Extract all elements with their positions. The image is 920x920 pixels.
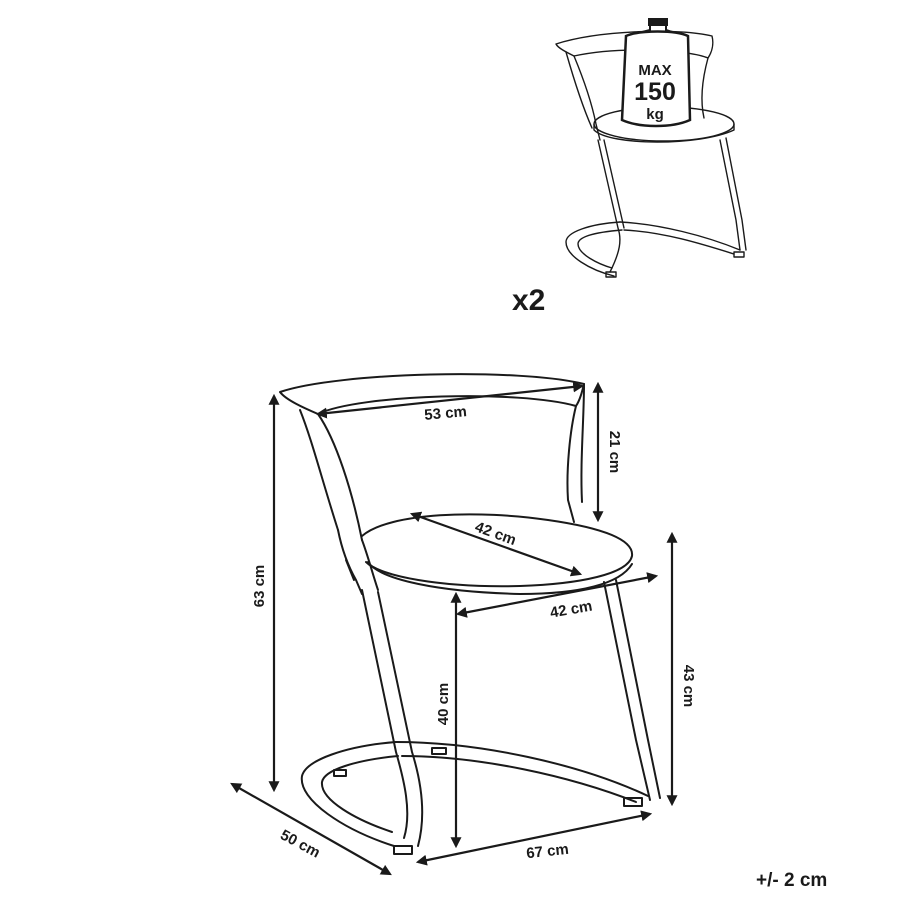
tolerance-label: +/- 2 cm xyxy=(756,870,827,891)
dim-seat-height-side: 43 cm xyxy=(680,665,697,708)
dim-backrest-width: 53 cm xyxy=(424,403,468,424)
dimension-arrows xyxy=(230,381,678,876)
badge-weight-value: 150 xyxy=(634,78,676,106)
dim-total-height: 63 cm xyxy=(251,565,268,608)
large-chair-illustration xyxy=(279,373,661,855)
dim-seat-height-floor: 40 cm xyxy=(435,683,452,726)
small-chair-illustration xyxy=(555,30,747,278)
max-weight-badge: MAX 150 kg xyxy=(620,18,692,128)
quantity-label: x2 xyxy=(512,284,545,317)
dim-backrest-height: 21 cm xyxy=(606,431,623,474)
dim-base-width: 67 cm xyxy=(525,841,569,862)
badge-unit-text: kg xyxy=(646,106,664,123)
dim-seat-width: 42 cm xyxy=(549,598,594,622)
badge-max-text: MAX xyxy=(638,62,671,79)
